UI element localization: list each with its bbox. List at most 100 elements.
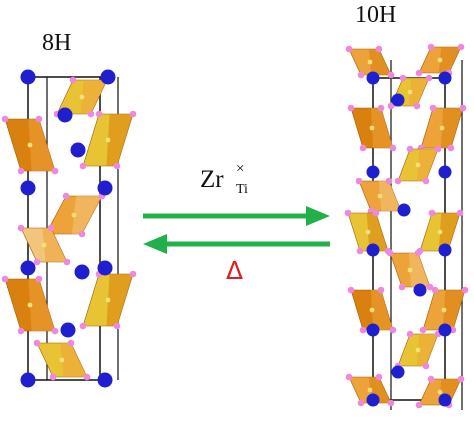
oxygen-atom [49, 373, 57, 381]
oxygen-atom [386, 249, 394, 257]
octahedron-shade [440, 108, 463, 148]
ba-atom [438, 71, 452, 85]
ba-atom [20, 372, 36, 388]
oxygen-atom [345, 45, 353, 53]
ba-atom [413, 283, 427, 297]
oxygen-atom [399, 74, 407, 82]
ti-atom [71, 212, 77, 218]
arrows [143, 206, 330, 254]
ti-atom [365, 229, 371, 235]
octahedron-shade [368, 49, 391, 75]
ba-atom [366, 323, 380, 337]
ti-atom [441, 307, 447, 313]
ba-atom [97, 372, 113, 388]
octahedron-shade [106, 274, 133, 326]
oxygen-atom [426, 283, 434, 291]
oxygen-atom [461, 286, 469, 294]
octahedron-shade [106, 114, 133, 166]
ti-atom [105, 137, 111, 143]
octahedron-shade [442, 290, 465, 330]
ti-atom [367, 59, 373, 65]
structure-10h-label: 10H [355, 2, 397, 28]
oxygen-atom [355, 177, 363, 185]
oxygen-atom [79, 162, 87, 170]
ba-atom [438, 165, 452, 179]
ti-atom [407, 267, 413, 273]
ba-atom [366, 393, 380, 407]
oxygen-atom [456, 209, 464, 217]
oxygen-atom [457, 43, 465, 51]
oxygen-atom [17, 167, 25, 175]
oxygen-atom [415, 401, 423, 409]
ba-atom [438, 393, 452, 407]
oxygen-atom [69, 76, 77, 84]
zr-subscript: Ti [236, 182, 248, 197]
ti-atom [105, 297, 111, 303]
oxygen-atom [78, 230, 86, 238]
oxygen-atom [359, 326, 367, 334]
oxygen-atom [419, 326, 427, 334]
oxygen-atom [406, 145, 414, 153]
ba-atom [97, 260, 113, 276]
oxygen-atom [415, 69, 423, 77]
zr-symbol: Zr [200, 166, 224, 193]
ba-atom [20, 260, 36, 276]
ti-atom [437, 389, 443, 395]
oxygen-atom [51, 327, 59, 335]
oxygen-atom [51, 167, 59, 175]
oxygen-atom [129, 110, 137, 118]
oxygen-atom [447, 144, 455, 152]
oxygen-atom [1, 275, 9, 283]
oxygen-atom [377, 104, 385, 112]
ti-atom [27, 302, 33, 308]
ba-atom [397, 203, 411, 217]
oxygen-atom [459, 104, 467, 112]
oxygen-atom [372, 209, 380, 217]
oxygen-atom [357, 71, 365, 79]
reverse-arrow-head [143, 234, 167, 254]
octahedron-shade [366, 213, 388, 251]
forward-arrow-label: Zr × Ti [200, 162, 248, 197]
oxygen-atom [367, 207, 375, 215]
ti-atom [437, 57, 443, 63]
oxygen-atom [428, 209, 436, 217]
oxygen-atom [356, 247, 364, 255]
oxygen-atom [129, 270, 137, 278]
ti-atom [437, 229, 443, 235]
oxygen-atom [33, 339, 41, 347]
structure-10h [344, 43, 469, 410]
ti-atom [439, 125, 445, 131]
octahedron-shade [378, 181, 401, 211]
oxygen-atom [422, 362, 430, 370]
oxygen-atom [429, 104, 437, 112]
oxygen-atom [33, 258, 41, 266]
oxygen-atom [387, 399, 395, 407]
zr-superscript: × [236, 161, 245, 177]
oxygen-atom [387, 71, 395, 79]
ti-atom [41, 242, 47, 248]
octahedron-shade [80, 80, 107, 114]
oxygen-atom [398, 283, 406, 291]
ba-atom [97, 180, 113, 196]
oxygen-atom [359, 144, 367, 152]
octahedron-shade [416, 334, 438, 366]
oxygen-atom [414, 249, 422, 257]
ti-atom [415, 347, 421, 353]
oxygen-atom [422, 177, 430, 185]
oxygen-atom [457, 375, 465, 383]
structure-8h [1, 69, 137, 388]
oxygen-atom [449, 326, 457, 334]
ti-atom [59, 357, 65, 363]
ba-atom [20, 69, 36, 85]
ba-atom [74, 264, 90, 280]
ba-atom [391, 93, 405, 107]
ba-atom [366, 71, 380, 85]
octahedron-shade [438, 47, 461, 73]
octahedron-shade [72, 196, 102, 234]
oxygen-atom [425, 74, 433, 82]
oxygen-atom [17, 224, 25, 232]
ti-atom [407, 89, 413, 95]
oxygen-atom [413, 102, 421, 110]
ti-atom [79, 94, 85, 100]
